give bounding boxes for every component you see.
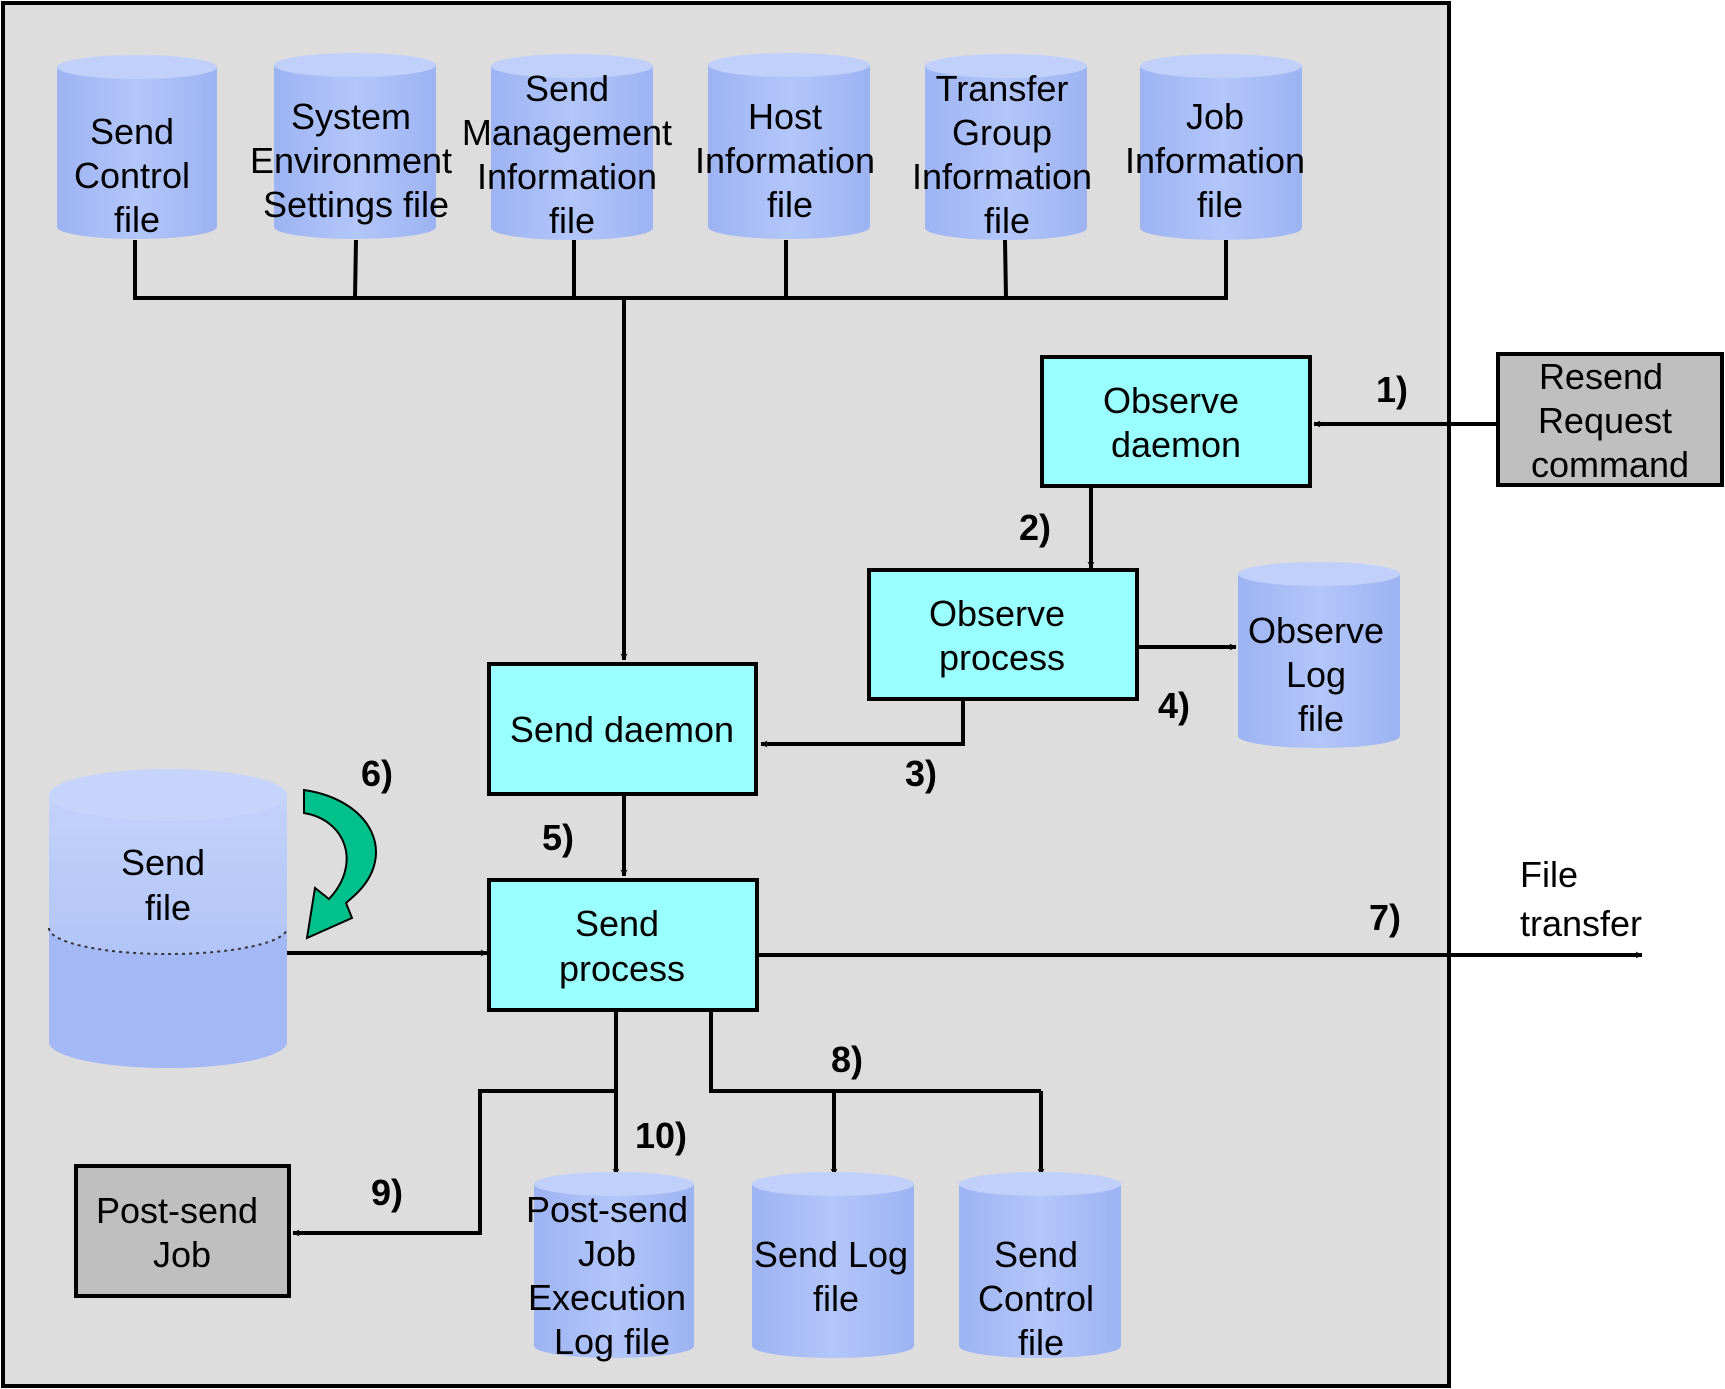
cycle-arrow-icon — [303, 788, 377, 940]
db-system-env-line-2: Environment — [250, 140, 452, 181]
db-transfer-group-line-1: Transfer — [936, 68, 1069, 109]
observe-process-box: Observe process — [867, 568, 1139, 701]
observe-process-line-1: Observe — [929, 593, 1065, 634]
db-transfer-group-line-3: Information — [912, 156, 1092, 197]
observe-process-line-2: process — [939, 637, 1065, 678]
db-send-control-top: Send Control file — [57, 55, 217, 240]
db-send-log-line-2: file — [813, 1278, 859, 1319]
db-job-info-line-3: file — [1197, 184, 1243, 225]
send-process-line-2: process — [559, 948, 685, 989]
post-send-job-line-2: Job — [153, 1234, 211, 1275]
observe-daemon-line-2: daemon — [1111, 424, 1241, 465]
svg-text:Resend Request com: Resend Request command — [1531, 356, 1689, 485]
step-2-label: 2) — [1019, 507, 1051, 548]
db-send-control-bottom-line-1: Send — [994, 1234, 1078, 1275]
db-post-send-log-line-4: Log file — [554, 1321, 670, 1362]
step-4-label: 4) — [1158, 685, 1190, 726]
db-host-information: Host Information file — [695, 53, 885, 239]
db-transfer-group-line-2: Group — [952, 112, 1052, 153]
step-7-label: 7) — [1369, 897, 1401, 938]
send-process-box: Send process — [487, 878, 759, 1012]
db-post-send-log-line-3: Execution — [528, 1277, 686, 1318]
db-host-info-line-3: file — [767, 184, 813, 225]
db-post-send-log-line-2: Job — [578, 1233, 636, 1274]
db-label: Send Control file — [978, 1234, 1104, 1363]
db-post-send-job-execution-log: Post-send Job Execution Log file — [526, 1172, 698, 1362]
svg-text:Send daemon: Send daemon — [510, 709, 734, 750]
db-label: Send Control file — [74, 111, 200, 240]
db-send-control-bottom-line-3: file — [1018, 1322, 1064, 1363]
send-process-line-1: Send — [575, 903, 659, 944]
post-send-job-box: Post-send Job — [74, 1164, 291, 1298]
db-send-management-information: Send Management Information file — [462, 54, 682, 241]
resend-command-line-1: Resend — [1539, 356, 1663, 397]
db-job-info-line-2: Information — [1125, 140, 1305, 181]
svg-text:Post-send Job: Post-send Job — [96, 1190, 268, 1275]
db-send-control-bottom: Send Control file — [959, 1172, 1121, 1363]
file-transfer-label: File transfer — [1520, 854, 1642, 944]
db-label: Send file — [121, 842, 215, 928]
resend-command-line-2: Request — [1538, 400, 1672, 441]
observe-daemon-box: Observe daemon — [1040, 355, 1312, 488]
db-send-mgmt-line-2: Management — [462, 112, 672, 153]
db-observe-log-line-1: Observe — [1248, 610, 1384, 651]
step-5-label: 5) — [542, 817, 574, 858]
db-label: Post-send Job Execution Log file — [526, 1189, 698, 1362]
config-bus-connector — [133, 239, 1228, 661]
db-observe-log-line-3: file — [1298, 698, 1344, 739]
arrow-to-post-send-job — [292, 1089, 616, 1237]
file-transfer-line-2: transfer — [1520, 903, 1642, 944]
db-host-info-line-2: Information — [695, 140, 875, 181]
observe-daemon-line-1: Observe — [1103, 380, 1239, 421]
db-send-file-line-1: Send — [121, 842, 205, 883]
resend-request-command-box: Resend Request command — [1496, 352, 1724, 487]
step-3-label: 3) — [905, 753, 937, 794]
db-label: Transfer Group Information file — [912, 68, 1102, 241]
resend-command-line-3: command — [1531, 444, 1689, 485]
db-send-file: Send file — [48, 769, 288, 1068]
db-system-env-line-1: System — [291, 96, 411, 137]
db-observe-log-line-2: Log — [1286, 654, 1346, 695]
send-daemon-box: Send daemon — [487, 662, 758, 796]
step-8-label: 8) — [831, 1039, 863, 1080]
db-label: Job Information file — [1125, 96, 1315, 225]
step-10-label: 10) — [635, 1115, 687, 1156]
db-system-environment-settings: System Environment Settings file — [250, 53, 462, 239]
db-send-log: Send Log file — [752, 1172, 918, 1358]
connector-send-process-to-log-files — [709, 1010, 1041, 1093]
db-label: Observe Log file — [1248, 610, 1394, 739]
svg-text:Observe daemon: Observe daemon — [1103, 380, 1249, 465]
db-send-control-bottom-line-2: Control — [978, 1278, 1094, 1319]
db-system-env-line-3: Settings file — [263, 184, 449, 225]
db-send-log-line-1: Send Log — [754, 1234, 908, 1275]
post-send-job-line-1: Post-send — [96, 1190, 258, 1231]
db-label: Send Management Information file — [462, 68, 682, 241]
step-1-label: 1) — [1376, 369, 1408, 410]
db-label: System Environment Settings file — [250, 96, 462, 225]
db-transfer-group-line-4: file — [984, 200, 1030, 241]
step-9-label: 9) — [371, 1172, 403, 1213]
db-job-information: Job Information file — [1125, 54, 1315, 240]
step-6-label: 6) — [361, 753, 393, 794]
db-send-mgmt-line-4: file — [549, 200, 595, 241]
db-job-info-line-1: Job — [1186, 96, 1244, 137]
svg-text:Observe process: Observe process — [929, 593, 1075, 678]
arrow-observe-process-to-send-daemon — [760, 699, 965, 748]
db-send-mgmt-line-3: Information — [477, 156, 657, 197]
db-send-control-line-1: Send — [90, 111, 174, 152]
db-transfer-group-information: Transfer Group Information file — [912, 54, 1102, 241]
db-post-send-log-line-1: Post-send — [526, 1189, 688, 1230]
file-transfer-line-1: File — [1520, 854, 1578, 895]
svg-text:Send process: Send process — [559, 903, 685, 989]
db-send-file-line-2: file — [145, 887, 191, 928]
db-send-control-line-2: Control — [74, 155, 190, 196]
db-host-info-line-1: Host — [748, 96, 822, 137]
db-send-mgmt-line-1: Send — [525, 68, 609, 109]
db-label: Host Information file — [695, 96, 885, 225]
send-daemon-line-1: Send daemon — [510, 709, 734, 750]
db-observe-log: Observe Log file — [1238, 562, 1400, 748]
db-send-control-line-3: file — [114, 199, 160, 240]
db-label: Send Log file — [754, 1234, 918, 1319]
